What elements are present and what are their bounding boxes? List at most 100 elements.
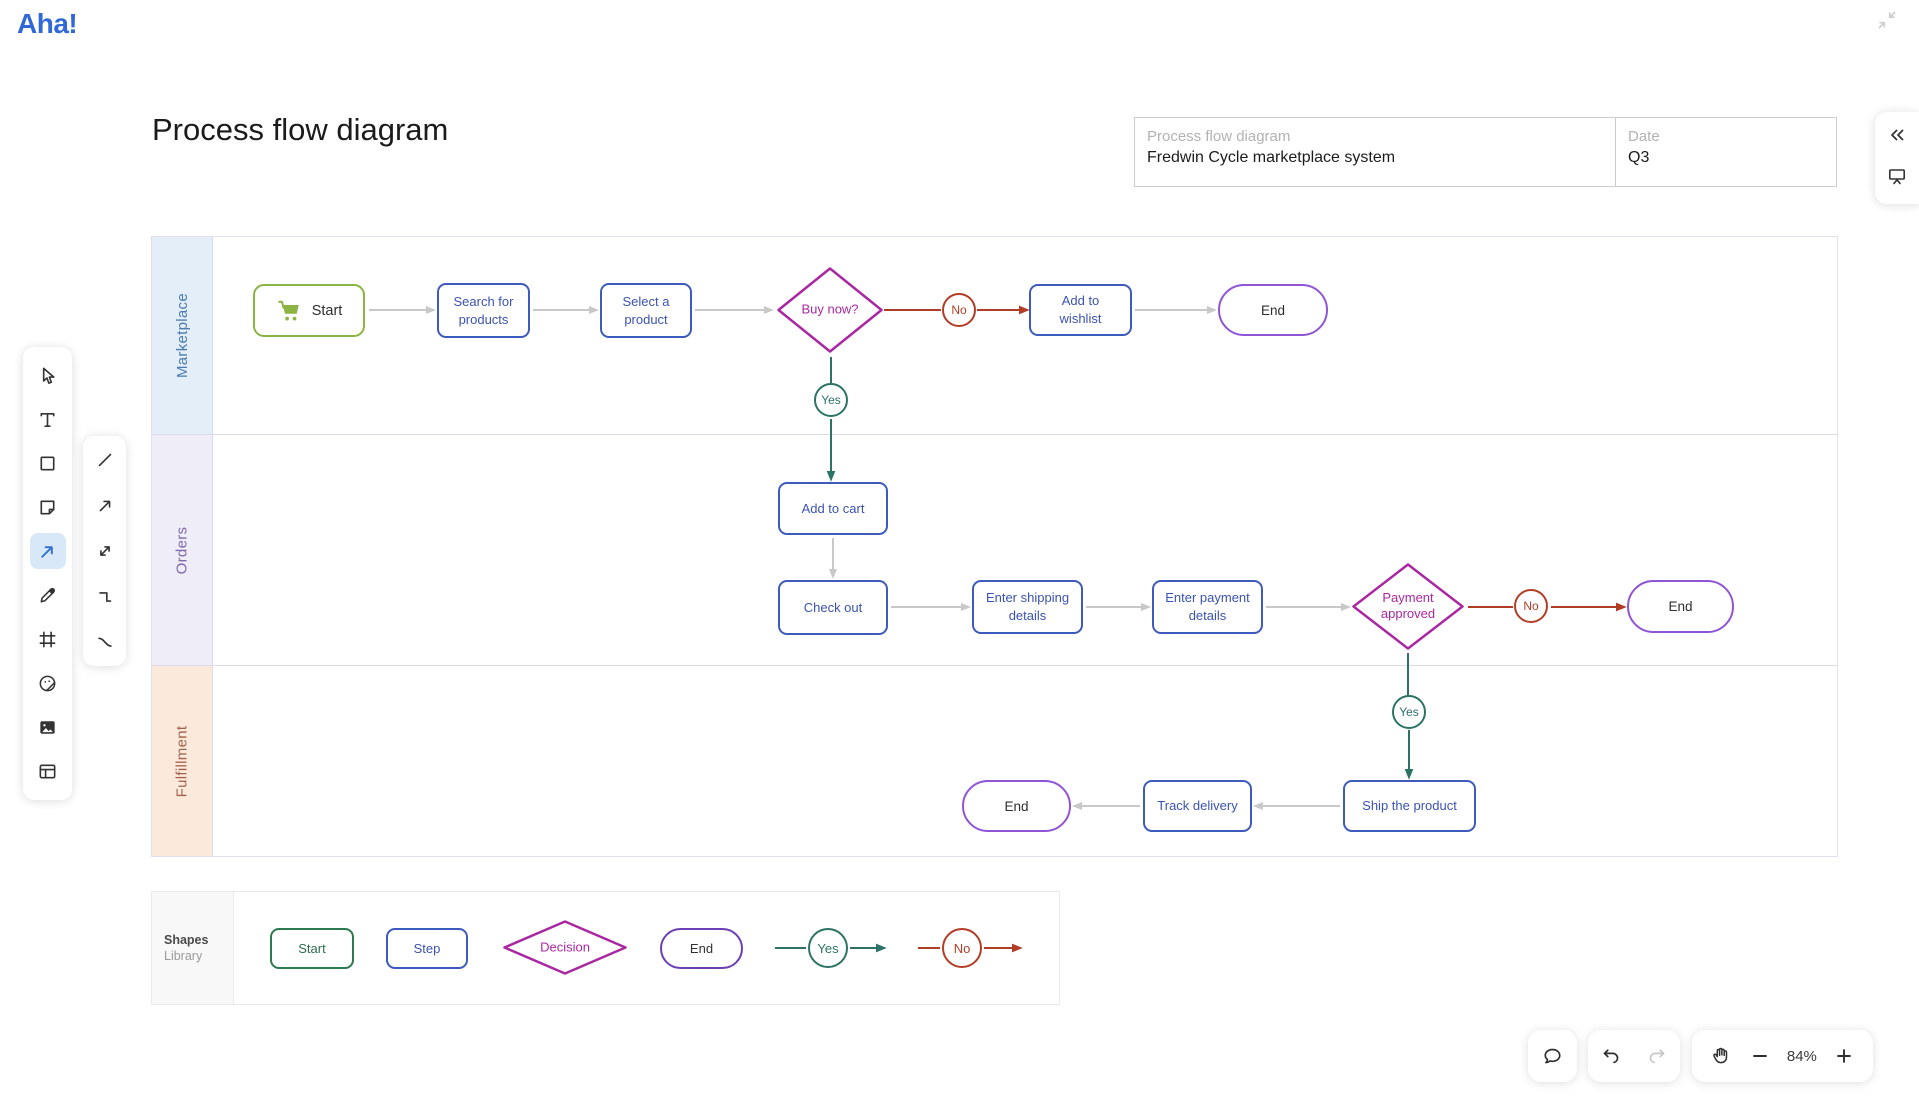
node-no-2[interactable]: No xyxy=(1514,589,1548,623)
zoom-level[interactable]: 84% xyxy=(1786,1047,1817,1065)
library-shape-decision[interactable]: Decision xyxy=(502,919,628,976)
node-no-1[interactable]: No xyxy=(942,293,976,327)
arrow-option-icon[interactable] xyxy=(89,490,121,522)
image-tool-icon[interactable] xyxy=(30,710,66,746)
node-add-to-cart[interactable]: Add to cart xyxy=(778,482,888,535)
node-decision-buy-now[interactable]: Buy now? xyxy=(776,266,884,354)
library-start-label: Start xyxy=(298,941,326,956)
right-panel xyxy=(1875,112,1919,204)
collapse-panel-icon[interactable] xyxy=(1882,121,1912,151)
node-search-for-products[interactable]: Search for products xyxy=(437,283,530,338)
node-search-label: Search for products xyxy=(453,293,514,327)
redo-icon[interactable] xyxy=(1642,1041,1672,1071)
node-payment-approved-label: Payment approved xyxy=(1380,589,1436,622)
line-option-icon[interactable] xyxy=(89,444,121,476)
page-title: Process flow diagram xyxy=(152,112,449,147)
node-select-label: Select a product xyxy=(622,293,670,327)
info-date-cell[interactable]: Date Q3 xyxy=(1616,118,1836,186)
node-no-2-label: No xyxy=(1523,599,1539,613)
zoom-card: 84% xyxy=(1692,1030,1873,1082)
node-enter-shipping-details[interactable]: Enter shipping details xyxy=(972,580,1083,634)
connector-tool-icon[interactable] xyxy=(29,533,66,570)
lane-marketplace[interactable]: Marketplace xyxy=(152,237,1837,435)
sticker-tool-icon[interactable] xyxy=(30,666,66,702)
connector-options-toolbar xyxy=(83,436,126,666)
node-end-1-label: End xyxy=(1260,302,1286,318)
library-step-label: Step xyxy=(413,941,441,956)
comment-card xyxy=(1528,1030,1577,1082)
node-end-2[interactable]: End xyxy=(1627,580,1734,633)
node-ship-the-product[interactable]: Ship the product xyxy=(1343,780,1476,832)
lane-orders-label[interactable]: Orders xyxy=(152,435,213,665)
tools-toolbar xyxy=(23,347,72,800)
info-name-label: Process flow diagram xyxy=(1147,128,1291,145)
node-start-label: Start xyxy=(311,302,343,319)
info-date-value: Q3 xyxy=(1628,149,1650,166)
pen-tool-icon[interactable] xyxy=(30,578,66,614)
library-shape-start[interactable]: Start xyxy=(270,928,354,969)
node-end-1[interactable]: End xyxy=(1218,284,1328,336)
node-no-1-label: No xyxy=(951,303,967,317)
sticky-note-tool-icon[interactable] xyxy=(30,489,66,525)
node-end-3-label: End xyxy=(1004,798,1029,814)
node-check-out[interactable]: Check out xyxy=(778,580,888,635)
aha-logo[interactable]: Aha! xyxy=(17,8,78,39)
node-decision-payment-approved[interactable]: Payment approved xyxy=(1351,562,1465,651)
library-decision-label: Decision xyxy=(540,939,590,955)
library-shape-step[interactable]: Step xyxy=(386,928,468,969)
lane-marketplace-text: Marketplace xyxy=(173,292,191,379)
shapes-library-label: Shapes Library xyxy=(152,892,234,1004)
node-payment-label: Enter payment details xyxy=(1165,590,1250,623)
frame-tool-icon[interactable] xyxy=(30,622,66,658)
shape-tool-icon[interactable] xyxy=(30,445,66,481)
node-wishlist-label: Add to wishlist xyxy=(1059,293,1102,326)
shapes-library-title: Shapes xyxy=(164,933,209,947)
present-icon[interactable] xyxy=(1882,161,1912,191)
zoom-in-icon[interactable] xyxy=(1829,1041,1859,1071)
minimize-icon[interactable] xyxy=(1872,6,1902,36)
library-shape-no[interactable]: No xyxy=(942,928,982,968)
lane-marketplace-label[interactable]: Marketplace xyxy=(152,237,213,434)
node-track-label: Track delivery xyxy=(1157,798,1238,814)
lane-fulfillment-label[interactable]: Fulfillment xyxy=(152,666,213,856)
lane-orders-text: Orders xyxy=(173,526,191,574)
node-track-delivery[interactable]: Track delivery xyxy=(1143,780,1252,832)
table-tool-icon[interactable] xyxy=(30,754,66,790)
node-start[interactable]: Start xyxy=(253,284,365,337)
double-arrow-option-icon[interactable] xyxy=(89,535,121,567)
node-enter-payment-details[interactable]: Enter payment details xyxy=(1152,580,1263,634)
node-buy-now-label: Buy now? xyxy=(801,301,859,317)
library-yes-label: Yes xyxy=(817,940,839,956)
node-yes-1-label: Yes xyxy=(821,393,841,407)
node-select-a-product[interactable]: Select a product xyxy=(600,283,692,338)
undo-icon[interactable] xyxy=(1596,1041,1626,1071)
info-date-label: Date xyxy=(1628,128,1660,145)
text-tool-icon[interactable] xyxy=(30,401,66,437)
select-tool-icon[interactable] xyxy=(30,357,66,393)
node-add-to-cart-label: Add to cart xyxy=(801,500,865,516)
library-shape-yes[interactable]: Yes xyxy=(808,928,848,968)
curve-option-icon[interactable] xyxy=(89,626,121,658)
lane-fulfillment-text: Fulfillment xyxy=(173,725,191,797)
library-shape-end[interactable]: End xyxy=(660,928,743,969)
node-ship-label: Ship the product xyxy=(1362,798,1457,814)
node-check-out-label: Check out xyxy=(803,599,863,615)
node-yes-1[interactable]: Yes xyxy=(814,383,848,417)
node-end-3[interactable]: End xyxy=(962,780,1071,832)
node-add-to-wishlist[interactable]: Add to wishlist xyxy=(1029,284,1132,336)
library-no-label: No xyxy=(953,940,971,956)
zoom-out-icon[interactable] xyxy=(1745,1041,1775,1071)
cart-icon xyxy=(277,300,299,320)
info-name-value: Fredwin Cycle marketplace system xyxy=(1147,149,1396,166)
pan-hand-icon[interactable] xyxy=(1706,1041,1736,1071)
swimlane-container: Marketplace Orders Fulfillment xyxy=(151,236,1838,857)
info-name-cell[interactable]: Process flow diagram Fredwin Cycle marke… xyxy=(1135,118,1616,186)
node-shipping-label: Enter shipping details xyxy=(985,590,1070,623)
shapes-library-subtitle: Library xyxy=(164,949,203,963)
library-end-label: End xyxy=(689,941,714,956)
diagram-info-table: Process flow diagram Fredwin Cycle marke… xyxy=(1134,117,1837,187)
comment-icon[interactable] xyxy=(1538,1041,1568,1071)
node-yes-2[interactable]: Yes xyxy=(1392,695,1426,729)
elbow-option-icon[interactable] xyxy=(89,581,121,613)
undo-redo-card xyxy=(1588,1030,1680,1082)
